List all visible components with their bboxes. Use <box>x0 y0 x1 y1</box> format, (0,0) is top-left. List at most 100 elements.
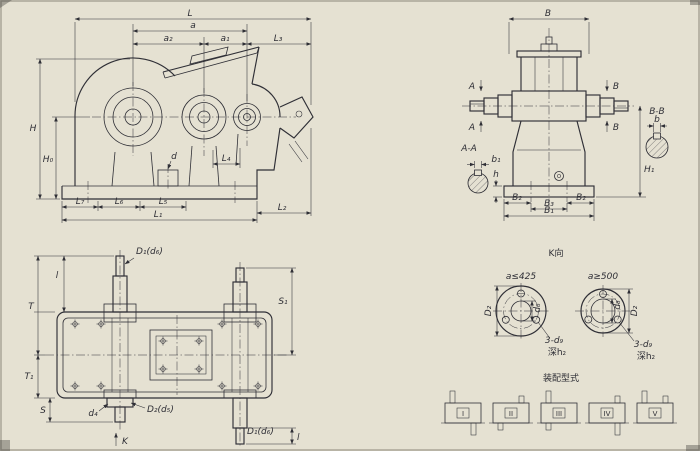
oil-drain-plug <box>554 171 564 181</box>
numeral-box <box>552 407 566 419</box>
kview-centerlines <box>493 283 631 339</box>
dim-l-left: l <box>56 271 59 281</box>
dim-S: S <box>40 406 46 416</box>
dim-L1: L₁ <box>154 210 163 220</box>
cond-a-ge-500: a≥500 <box>588 272 619 282</box>
dim-D2-right: D₂ <box>630 305 640 316</box>
dim-T1: T₁ <box>24 372 33 382</box>
dim-a1: a₁ <box>220 34 230 44</box>
cut-B-bottom: B <box>613 123 619 133</box>
keyway-AA <box>474 169 482 176</box>
assembly-title: 装配型式 <box>543 372 579 384</box>
cut-A-top: A <box>468 82 475 92</box>
k-view-dimensions <box>494 285 635 342</box>
leader-3d9-right <box>618 321 635 342</box>
kview-title: K向 <box>549 247 564 259</box>
inspection-cover <box>189 46 229 65</box>
dim-L4: L₄ <box>222 154 231 164</box>
dim-b1: b₁ <box>491 155 501 165</box>
shaft-stub-tr <box>662 395 669 404</box>
dim-D2-left: D₂ <box>484 305 494 316</box>
top-cover-flange <box>516 50 582 58</box>
cut-A-bottom: A <box>468 123 475 133</box>
shaft-stub-bl <box>497 422 504 431</box>
dim-a: a <box>190 21 196 31</box>
dim-L7: L₇ <box>76 197 85 207</box>
dim-S1: S₁ <box>278 297 288 307</box>
dim-H1: H₁ <box>644 165 655 175</box>
end-housing <box>469 36 629 198</box>
plan-centerlines <box>45 250 288 448</box>
label-D1d6-bottom: D₁(d₆) <box>247 427 274 437</box>
keyway-BB <box>653 132 661 140</box>
section-AA-shaft <box>467 172 489 194</box>
leader-d <box>167 160 172 170</box>
input-shaft-bottom-right <box>223 389 257 445</box>
end-base-flange <box>503 185 595 198</box>
keyway-section-details <box>467 132 669 194</box>
label-D2d5: D₂(d₅) <box>147 405 174 415</box>
assembly-numeral-II: II <box>509 410 513 418</box>
numeral-box <box>456 407 470 419</box>
side-centerlines <box>87 82 296 203</box>
note-depth-right: 深h₂ <box>637 351 656 362</box>
numeral-box <box>648 407 662 419</box>
shaft-stub-tr <box>518 395 525 404</box>
assembly-numeral-III: III <box>556 410 562 418</box>
input-shaft-top <box>103 255 137 323</box>
low-speed-shaft-boss <box>103 87 163 147</box>
high-speed-shaft-boss <box>233 103 261 131</box>
cut-B-top: B <box>613 82 619 92</box>
note-depth-left: 深h₂ <box>548 347 567 358</box>
dim-a2: a₂ <box>163 34 173 44</box>
base-flange <box>61 185 258 200</box>
leader-3d9-left <box>537 321 550 338</box>
numeral-box <box>504 407 518 419</box>
gear-housing-plan <box>56 311 273 399</box>
assembly-type-III: III <box>537 390 581 431</box>
plan-view-dimensions <box>34 255 296 446</box>
assembly-numeral-V: V <box>653 410 658 418</box>
assembly-numeral-I: I <box>462 410 464 418</box>
cond-a-le-425: a≤425 <box>506 272 537 282</box>
label-D1d6-top: D₁(d₆) <box>136 247 163 257</box>
dim-L5: L₅ <box>159 197 168 207</box>
intermediate-shaft-boss <box>181 94 227 140</box>
note-3d9-right: 3-d₉ <box>634 340 653 350</box>
shaft-stub-tl <box>641 390 648 404</box>
assembly-numeral-IV: IV <box>604 410 611 418</box>
shaft-stub-br <box>470 422 477 436</box>
numeral-box <box>600 407 614 419</box>
shaft-stub-br <box>614 422 621 436</box>
right-shaft-end <box>613 100 629 112</box>
dim-B2-left: B₂ <box>512 193 522 203</box>
assembly-type-II: II <box>489 395 533 431</box>
leader-D1d6 <box>124 257 135 265</box>
note-3d9-left: 3-d₉ <box>545 336 564 346</box>
dim-L3: L₃ <box>274 34 283 44</box>
dim-H0: H₀ <box>43 155 54 165</box>
dim-d8-left: d₈ <box>533 303 543 313</box>
dim-L: L <box>187 9 192 19</box>
dim-B3: B₃ <box>544 199 554 209</box>
dim-d: d <box>171 152 177 162</box>
dim-d8-right: d₈ <box>613 300 623 310</box>
shaft-stub-tr <box>614 395 621 404</box>
dim-B: B <box>545 9 551 19</box>
side-lug <box>279 96 314 139</box>
dim-d4: d₄ <box>88 409 98 419</box>
shaft-stub-tl <box>449 390 456 404</box>
output-flange-bottom-left <box>103 389 137 423</box>
leader-d4 <box>98 403 109 412</box>
dim-T: T <box>28 302 35 312</box>
shaft-stub-top-right <box>223 267 257 323</box>
shaft-stub-tl <box>545 390 552 404</box>
assembly-type-V: V <box>633 390 677 424</box>
section-AA: A-A <box>460 144 477 154</box>
